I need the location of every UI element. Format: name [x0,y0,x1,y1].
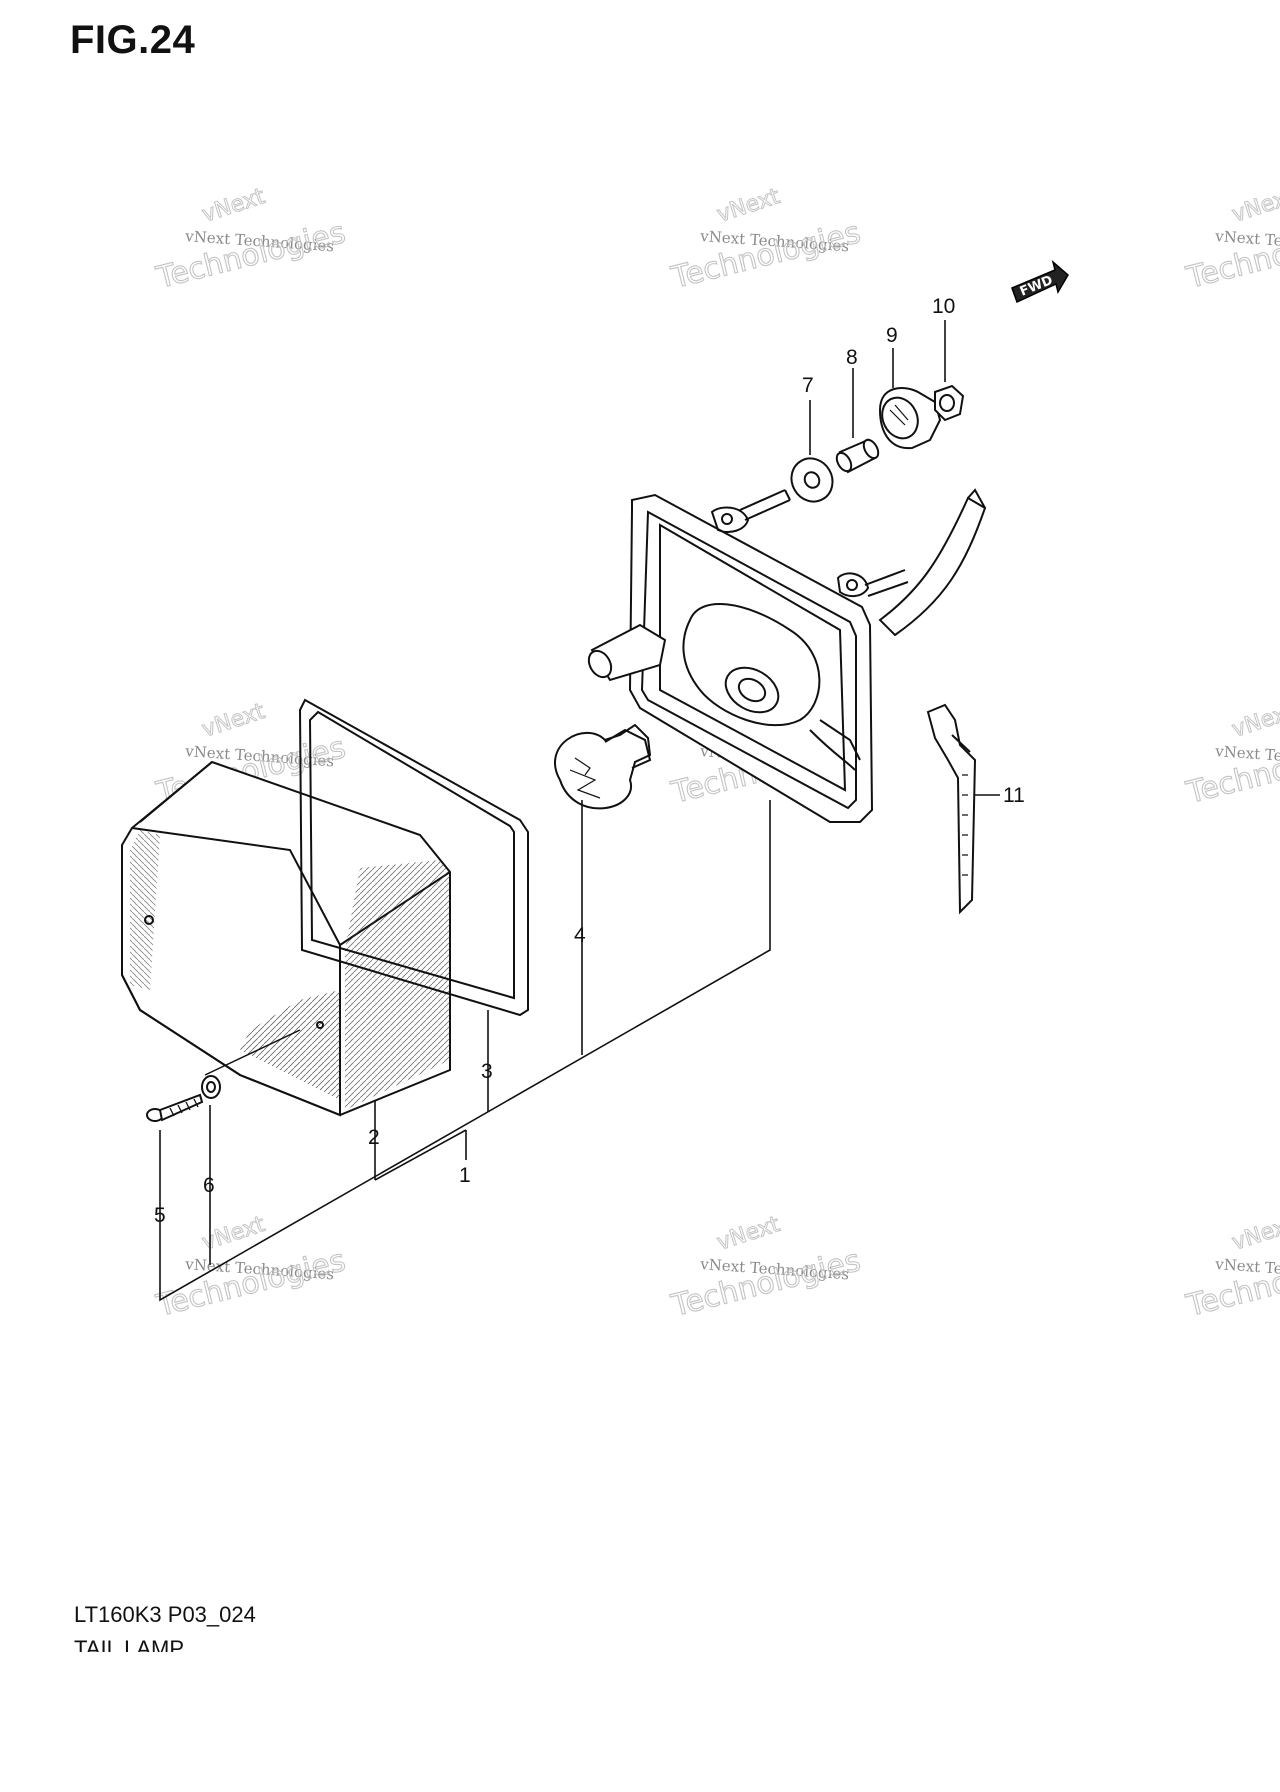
callout-labels: 1 2 3 4 5 6 7 8 9 10 11 [154,295,1025,1227]
forward-arrow-icon [1011,259,1069,304]
gasket-part [298,698,529,1017]
svg-text:Technologies: Technologies [667,1243,863,1324]
nut-part-10 [934,384,965,422]
callout-5: 5 [154,1204,166,1227]
watermark-bottom-right: vNext vNext Technologies Technologies [1182,1211,1280,1324]
callout-1: 1 [459,1164,471,1187]
callout-9: 9 [886,324,898,347]
housing-part [587,488,987,823]
svg-text:Technologies: Technologies [667,215,863,296]
screw-part [146,1093,204,1122]
model-code: LT160K3 P03_024 [74,1602,256,1627]
svg-text:vNext: vNext [1229,1212,1280,1256]
watermark-top-right: vNext vNext Technologies Technologies [1182,183,1280,296]
svg-text:vNext: vNext [199,184,268,228]
callout-3: 3 [481,1060,493,1083]
svg-text:vNext: vNext [714,1212,783,1256]
clamp-part [926,703,977,915]
callout-4: 4 [574,924,586,947]
watermark-mid-right: vNext vNext Technologies Technologies [1182,698,1280,811]
callout-7: 7 [802,374,814,397]
svg-text:vNext: vNext [1229,699,1280,743]
spacer-part [835,438,880,474]
svg-text:Technologies: Technologies [152,215,348,296]
callout-6: 6 [203,1174,215,1197]
figure-title: FIG.24 [70,18,196,62]
section-name: TAIL LAMP [74,1636,185,1652]
watermark-top-left: vNext vNext Technologies Technologies [152,183,350,296]
callout-11: 11 [1003,784,1025,807]
svg-text:vNext: vNext [1229,184,1280,228]
washer-part-6 [201,1075,221,1099]
watermark-bottom-left: vNext vNext Technologies Technologies [152,1211,350,1324]
bulb-part [554,723,652,810]
callout-10: 10 [932,295,955,318]
svg-text:vNext: vNext [714,184,783,228]
watermark-top-center: vNext vNext Technologies Technologies [667,183,865,296]
fwd-marker: FWD [1011,259,1069,304]
svg-text:vNext: vNext [199,699,268,743]
leader-lines [159,320,1000,1302]
lens-part [121,760,451,1117]
callout-8: 8 [846,346,858,369]
svg-text:Technologies: Technologies [152,1243,348,1324]
nut-part-9 [878,387,942,450]
washer-part-7 [790,457,834,503]
watermark-bottom-center: vNext vNext Technologies Technologies [667,1211,865,1324]
callout-2: 2 [368,1126,380,1149]
